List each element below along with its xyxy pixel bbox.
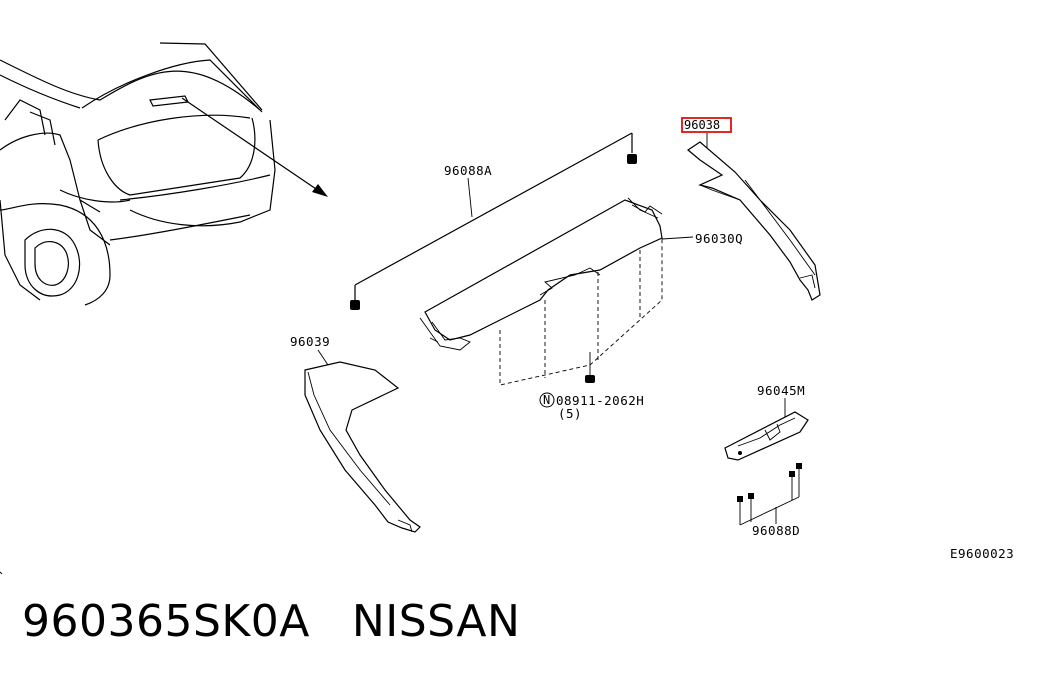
- label-bolt-qty: (5): [558, 406, 582, 421]
- bolt-marker-icon: [539, 392, 555, 408]
- highlight-box: [681, 117, 732, 133]
- part-96039-trim: [304, 349, 421, 533]
- part-96045M-bracket: [724, 398, 809, 461]
- clip-icon: [796, 463, 802, 469]
- brand-name: NISSAN: [351, 596, 521, 647]
- label-bolt-code: 08911-2062H: [556, 393, 644, 408]
- part-96038-trim: [686, 133, 821, 301]
- clip-icon: [585, 375, 595, 383]
- clip-icon: [748, 493, 754, 499]
- clip-icon: [627, 154, 637, 164]
- part-96030Q-board: [419, 197, 694, 386]
- clip-icon: [737, 496, 743, 502]
- label-ref-code: E9600023: [950, 546, 1014, 561]
- label-96030Q: 96030Q: [695, 231, 743, 246]
- label-96039: 96039: [290, 334, 330, 349]
- part-caption: 960365SK0A NISSAN: [22, 596, 520, 647]
- clip-icon: [789, 471, 795, 477]
- bolt-marker: N: [543, 393, 550, 407]
- label-96038: 96038: [684, 118, 720, 132]
- part-number: 960365SK0A: [22, 596, 310, 647]
- clip-icon: [350, 300, 360, 310]
- label-96088A: 96088A: [444, 163, 492, 178]
- part-96088D-callout: [737, 463, 802, 526]
- label-96088D: 96088D: [752, 523, 800, 538]
- label-96045M: 96045M: [757, 383, 805, 398]
- car-rear-illustration: [0, 42, 328, 306]
- part-96088A-callout: [350, 132, 637, 310]
